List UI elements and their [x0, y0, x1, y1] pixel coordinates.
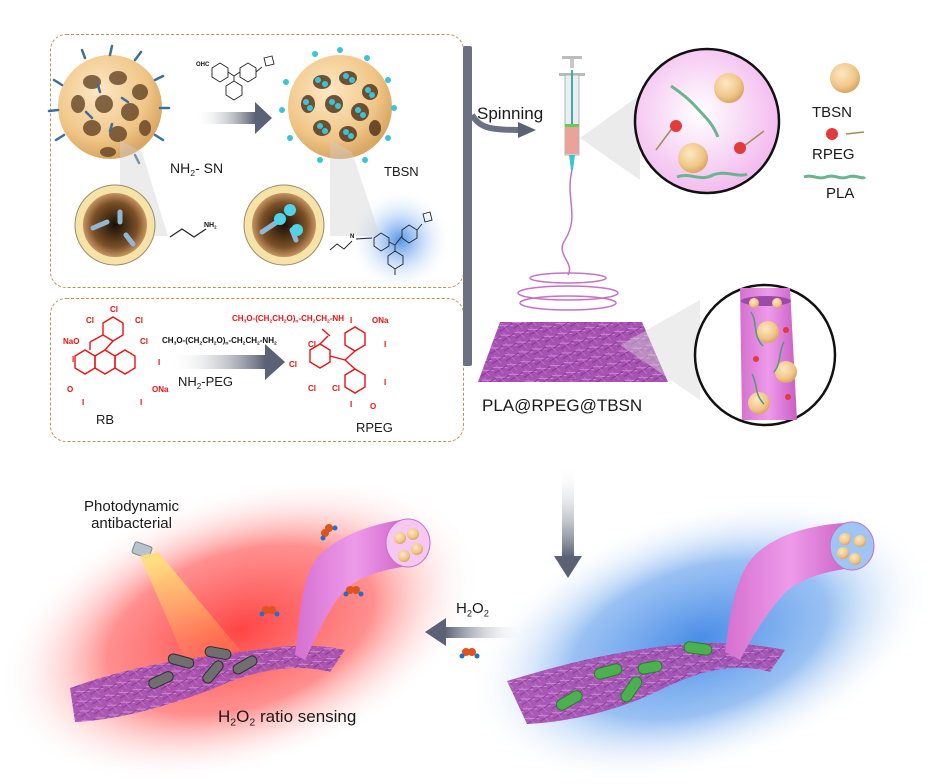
process-arrow-down: [554, 465, 582, 578]
legend-tbsn-icon: [830, 63, 860, 93]
photodynamic-line1: Photodynamic: [84, 498, 180, 515]
tbsn-blue-glow: [348, 188, 452, 292]
tbsn-pore-closeup: [243, 184, 325, 266]
reaction-arrow-bottom: [170, 344, 285, 380]
nh2-peg-label: NH2-PEG: [178, 374, 234, 391]
solution-closeup: [633, 47, 781, 195]
light-beam: [140, 552, 240, 660]
legend-pla-label: PLA: [826, 185, 855, 202]
peg-amine-formula: CH3O-(CH2CH2O)n-CH2CH2-NH2: [162, 336, 277, 347]
rpeg-label: RPEG: [356, 420, 393, 435]
rpeg-atom-cl: Cl: [289, 360, 297, 369]
fiber-coil: [519, 295, 617, 311]
panel-bracket: [463, 46, 536, 366]
rpeg-atom-i: I: [350, 400, 353, 409]
fiber-coil: [529, 272, 607, 284]
rb-atom-cl: Cl: [135, 316, 143, 325]
tbsn-sphere: [279, 47, 397, 163]
h2o2-molecule-icon: [343, 586, 364, 597]
rpeg-atom-i: I: [350, 316, 353, 325]
rpeg-atom-cl: Cl: [308, 384, 316, 393]
fiber-coil: [517, 285, 619, 301]
untreated-fiber-mat: [507, 521, 875, 724]
legend-rpeg-label: RPEG: [812, 146, 855, 163]
zoom-cone-right: [330, 140, 380, 236]
rpeg-substituent-formula: CH3O-(CH2CH2O)n-CH2CH2-NH: [232, 314, 344, 325]
treated-fiber-mat: [70, 518, 431, 722]
rpeg-atom-o: O: [370, 402, 377, 411]
reaction-arrow-top: [195, 102, 272, 134]
nh2-sn-label: NH2- SN: [170, 160, 224, 179]
propylamine-structure: [169, 228, 207, 238]
amine-nh2-label: NH2: [204, 222, 217, 230]
h2o2-molecule-icon: [320, 524, 338, 541]
lamp-icon: [131, 541, 153, 559]
rb-atom-i: I: [72, 355, 75, 364]
syringe-zoom-cone: [580, 95, 640, 180]
h2o2-arrow-label: H2O2: [456, 600, 489, 619]
reagent-ohc-label: OHC: [196, 62, 210, 68]
photodynamic-line2: antibacterial: [91, 515, 172, 532]
panel-rpeg-synthesis: [50, 298, 464, 442]
rpeg-atom-i: I: [384, 340, 387, 349]
syringe-icon: [559, 56, 585, 170]
h2o2-sensing-label: H2O2 ratio sensing: [218, 707, 357, 729]
h2o2-arrow-left: [425, 618, 525, 646]
rb-atom-nao: NaO: [63, 337, 80, 346]
imine-n-label: N: [350, 234, 355, 240]
nh2-sn-sphere: [47, 44, 171, 165]
mat-label: PLA@RPEG@TBSN: [482, 396, 643, 415]
tbsn-label-top: TBSN: [384, 164, 419, 179]
h2o2-molecule-icon: [459, 648, 480, 659]
rb-atom-i: I: [82, 398, 85, 407]
reagent-structure: [211, 55, 275, 101]
h2o2-molecule-icon: [259, 606, 280, 617]
rpeg-atom-cl: Cl: [332, 384, 340, 393]
rb-atom-i: I: [140, 398, 143, 407]
legend-pla-icon: [803, 174, 867, 180]
rpeg-atom-cl: Cl: [308, 340, 316, 349]
mat-zoom-cone: [620, 300, 700, 400]
amine-pore-closeup: [74, 184, 156, 266]
rb-atom-cl: Cl: [140, 337, 148, 346]
fiber-jet: [561, 169, 573, 276]
rb-atom-i: I: [158, 358, 161, 367]
rpeg-atom-ona: ONa: [372, 316, 389, 325]
photodynamic-title: Photodynamic antibacterial: [84, 498, 179, 532]
rb-label: RB: [96, 412, 115, 427]
legend-tbsn-label: TBSN: [812, 104, 853, 121]
rb-atom-ona: ONa: [152, 385, 169, 394]
rb-atom-cl: Cl: [110, 305, 118, 314]
spinning-label: Spinning: [477, 104, 544, 123]
rpeg-atom-i: I: [384, 378, 387, 387]
rb-atom-o: O: [67, 385, 74, 394]
rb-atom-cl: Cl: [86, 316, 94, 325]
rpeg-structure: [309, 326, 366, 394]
rose-bengal-structure: [74, 316, 136, 375]
fiber-mat: [478, 322, 668, 382]
dead-bacteria: [148, 646, 258, 689]
legend-rpeg-icon: [826, 128, 865, 140]
live-bacteria: [555, 641, 713, 711]
fiber-closeup: [693, 283, 837, 427]
tbsn-imine-structure: [329, 211, 433, 275]
